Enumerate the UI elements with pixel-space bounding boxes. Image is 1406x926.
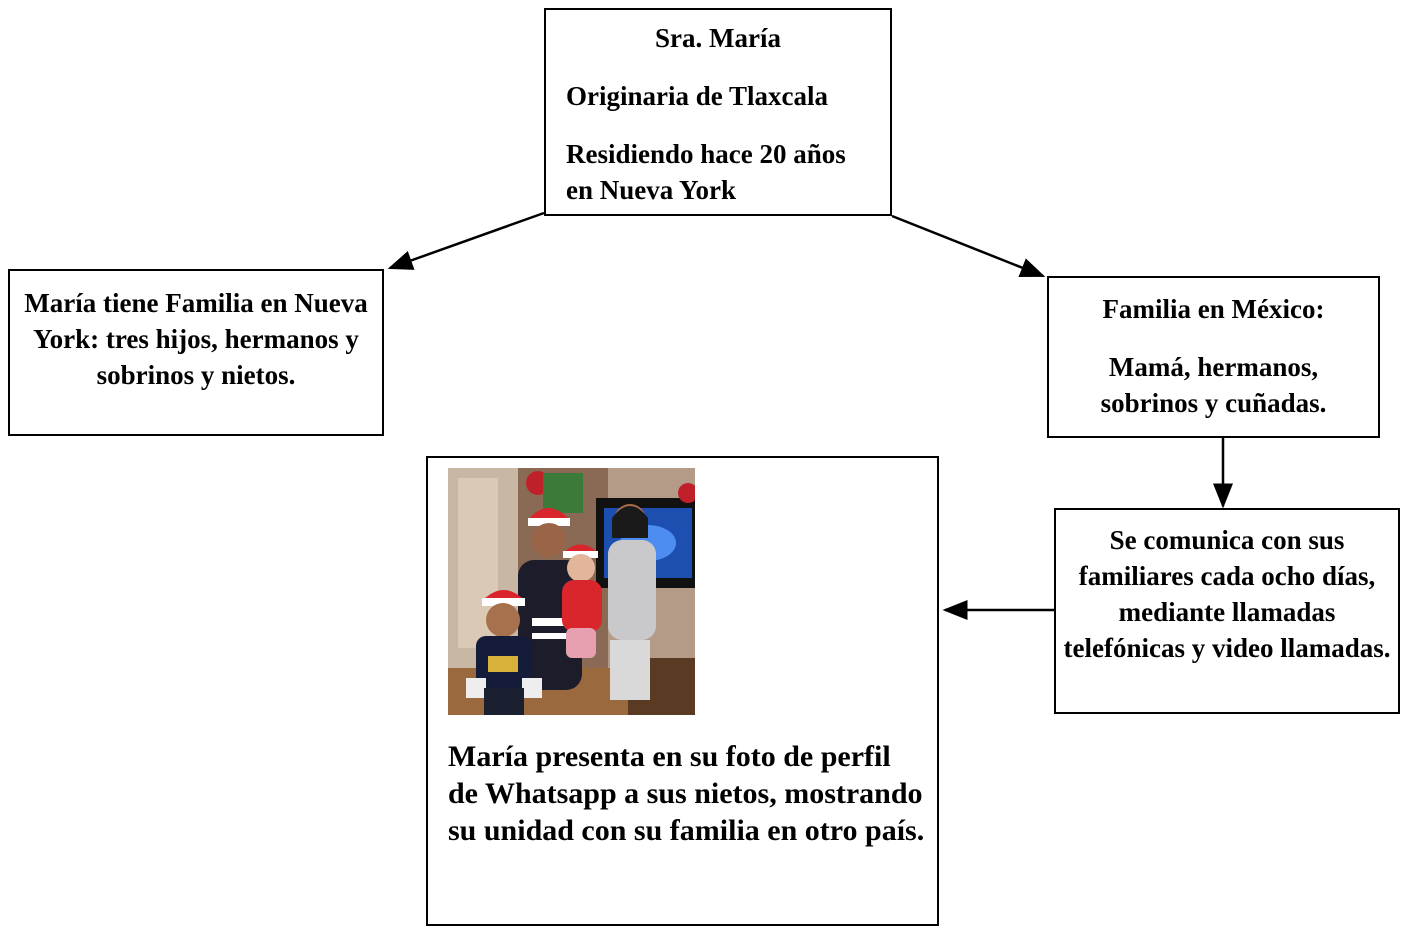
node-family-mexico: Familia en México: Mamá, hermanos, sobri…	[1047, 276, 1380, 438]
arrow-top-to-left	[387, 211, 545, 270]
photo-caption: María presenta en su foto de perfil de W…	[448, 740, 925, 847]
node-sra-maria: Sra. María Originaria de Tlaxcala Residi…	[544, 8, 892, 216]
node-family-new-york: María tiene Familia en Nueva York: tres …	[8, 269, 384, 436]
arrow-top-to-right	[891, 214, 1046, 278]
family-photo-illustration	[448, 468, 695, 715]
node-right-title: Familia en México:	[1102, 294, 1325, 324]
family-photo	[448, 468, 695, 715]
node-whatsapp-photo: María presenta en su foto de perfil de W…	[426, 456, 939, 926]
node-communication: Se comunica con sus familiares cada ocho…	[1054, 508, 1400, 714]
node-communication-text: Se comunica con sus familiares cada ocho…	[1063, 525, 1391, 663]
node-top-name: Sra. María	[655, 23, 781, 53]
node-top-residence: Residiendo hace 20 años en Nueva York	[566, 139, 846, 205]
node-left-text: María tiene Familia en Nueva York: tres …	[24, 288, 368, 390]
node-right-text: Mamá, hermanos, sobrinos y cuñadas.	[1100, 352, 1327, 418]
node-top-origin: Originaria de Tlaxcala	[566, 81, 828, 111]
